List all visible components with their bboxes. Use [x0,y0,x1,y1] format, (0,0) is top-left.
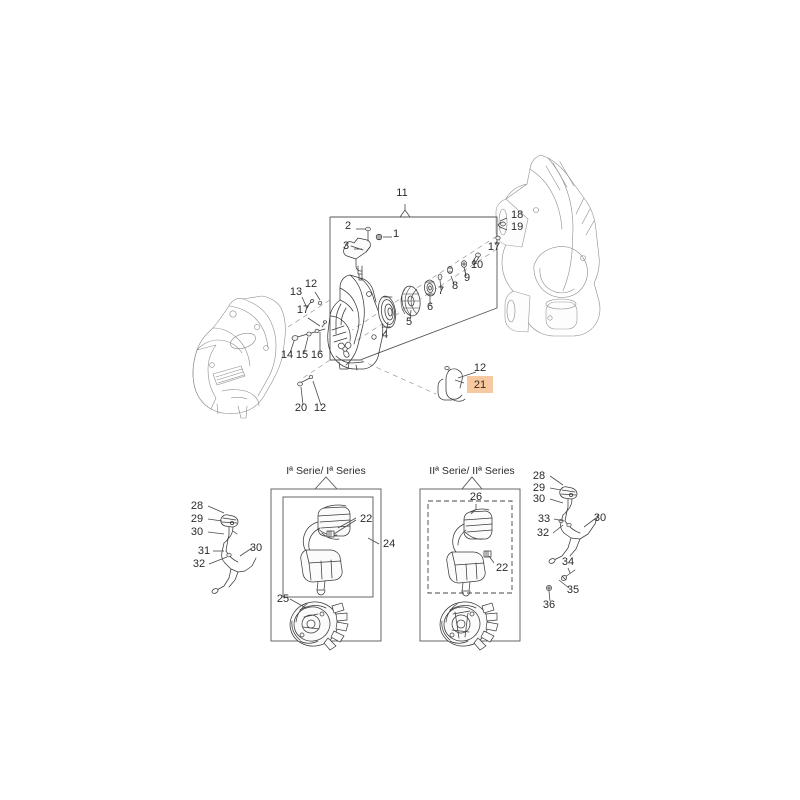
callout-26: 26 [470,491,482,503]
leader-lines [207,204,597,609]
callout-22-series-two: 22 [496,562,508,574]
series-one-title: Iª Serie/ Iª Series [286,465,366,477]
callout-33: 33 [538,513,550,525]
callout-9: 9 [464,272,470,284]
highlighted-callout-21[interactable]: 21 [467,376,493,393]
callout-30-right-b: 30 [594,512,606,524]
callout-17-right: 17 [488,241,500,253]
fastener-part-10 [471,252,481,266]
starter-rope-part-21 [437,366,466,402]
fan-rotor-part-5 [400,285,421,317]
callout-21-label: 21 [474,379,486,391]
callout-18: 18 [511,209,523,221]
callout-34: 34 [562,556,574,568]
callout-6: 6 [427,301,433,313]
callout-16: 16 [311,349,323,361]
callout-4: 4 [382,329,388,341]
fastener-part-8 [447,266,453,274]
lever-assembly-part-3 [343,226,371,281]
callout-30-right: 30 [533,493,545,505]
series-titles: Iª Serie/ Iª Series IIª Serie/ IIª Serie… [286,465,514,477]
callout-2: 2 [345,220,351,232]
fastener-part-12-upper [317,300,323,306]
main-blower-housing-part [327,274,384,371]
callout-19: 19 [511,221,523,233]
callout-32-right: 32 [537,527,549,539]
callout-1: 1 [393,228,399,240]
callout-17-left: 17 [297,304,309,316]
fan-symbol-icon [337,341,352,358]
callout-13: 13 [290,286,302,298]
callout-15: 15 [296,349,308,361]
screw-part-1 [375,233,383,241]
callout-28-right: 28 [533,470,545,482]
ignition-coil-series-one [300,504,351,596]
fastener-part-17-right [495,235,501,241]
series-two-title: IIª Serie/ IIª Series [429,465,514,477]
callout-29-left: 29 [191,513,203,525]
ignition-coil-series-two [446,508,493,597]
callout-28-left: 28 [191,500,203,512]
callout-35: 35 [567,584,579,596]
flywheel-series-one [289,601,349,651]
callout-20: 20 [295,402,307,414]
callout-22-series-one: 22 [360,513,372,525]
callout-10: 10 [471,259,483,271]
callout-12-bottom: 12 [314,402,326,414]
flywheel-series-two [439,601,499,651]
callout-3: 3 [343,240,349,252]
callout-29-right: 29 [533,482,545,494]
callout-14: 14 [281,349,293,361]
bracket-cluster-14-15-16-17 [291,320,327,341]
starter-pulley-part-4 [377,295,397,329]
callout-7: 7 [438,285,444,297]
callout-21-highlight [467,376,493,393]
right-engine-housing-part [495,154,601,337]
callout-12-upper: 12 [305,278,317,290]
callout-11: 11 [396,187,407,199]
callout-30-left-b: 30 [250,542,262,554]
connector-icon-22 [326,530,335,538]
fastener-part-20-12 [297,374,314,387]
callout-5: 5 [406,316,412,328]
callout-32-left: 32 [193,558,205,570]
connector-icon-22-series-two [483,550,492,558]
callout-labels: 11 2 1 3 4 5 6 7 8 9 10 12 13 17 14 15 1… [281,187,523,414]
right-harness-callout-labels: 28 29 30 33 32 30 34 35 36 [533,470,606,611]
callout-30-left: 30 [191,526,203,538]
small-pulley-part-6 [424,279,436,297]
fastener-part-13 [305,299,314,309]
series-callout-labels: 22 24 25 26 22 [277,491,508,605]
callout-31: 31 [198,545,210,557]
left-engine-housing-part [192,295,286,419]
callout-24: 24 [383,538,395,550]
callout-25: 25 [277,593,289,605]
callout-12-right: 12 [474,362,486,374]
callout-8: 8 [452,280,458,292]
wire-harness-left [211,514,257,594]
wire-harness-right [546,486,599,591]
callout-36: 36 [543,599,555,611]
left-harness-callout-labels: 28 29 30 31 32 30 [191,500,262,570]
